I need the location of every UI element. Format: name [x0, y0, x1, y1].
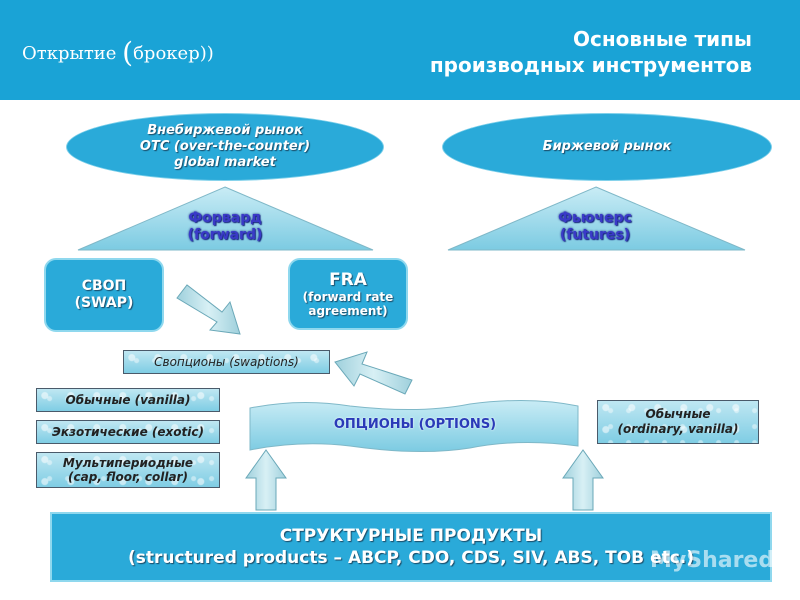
otc-line-1: Внебиржевой рынок [147, 123, 303, 138]
slide-title: Основные типы производных инструментов [332, 26, 752, 78]
up-arrow-left [245, 449, 287, 511]
exotic-options-box: Экзотические (exotic) [36, 420, 220, 444]
forward-line-1: Форвард [188, 210, 262, 226]
futures-triangle [447, 186, 746, 251]
fra-line-3: agreement) [308, 303, 388, 318]
options-banner [249, 399, 579, 453]
multiperiod-options-box: Мультипериодные (cap, floor, collar) [36, 452, 220, 488]
otc-line-3: global market [174, 155, 276, 170]
structured-line-1: СТРУКТУРНЫЕ ПРОДУКТЫ [279, 526, 543, 546]
forward-line-2: (forward) [187, 227, 263, 243]
ordinary-line-1: Обычные [645, 407, 711, 421]
forward-triangle [77, 186, 374, 251]
structured-line-2: (structured products – ABCP, CDO, CDS, S… [127, 548, 695, 568]
fra-line-2: (forward rate [302, 289, 394, 304]
exchange-label: Биржевой рынок [542, 139, 672, 154]
ordinary-options-box: Обычные (ordinary, vanilla) [597, 400, 759, 444]
fra-box: FRA (forward rate agreement) [288, 258, 408, 330]
swap-line-2: (SWAP) [74, 295, 134, 311]
forward-label: Форвард (forward) [150, 210, 300, 244]
options-to-swaptions-arrow [334, 351, 413, 395]
structured-products-box: СТРУКТУРНЫЕ ПРОДУКТЫ (structured product… [50, 512, 772, 582]
swaptions-label: Свопционы (swaptions) [154, 355, 299, 369]
logo-paren-open: ( [122, 36, 134, 69]
futures-line-2: (futures) [559, 227, 631, 243]
swap-to-swaptions-arrow [176, 284, 241, 335]
vanilla-options-box: Обычные (vanilla) [36, 388, 220, 412]
logo-paren-close: )) [199, 43, 214, 64]
multiperiod-line-2: (cap, floor, collar) [68, 470, 188, 484]
company-logo: Открытие (брокер)) [22, 36, 214, 69]
futures-label: Фьючерс (futures) [520, 210, 670, 244]
swap-line-1: СВОП [81, 278, 127, 294]
logo-word-2: брокер [133, 43, 200, 64]
fra-line-1: FRA [329, 269, 367, 290]
header-banner: Открытие (брокер)) Основные типы произво… [0, 0, 800, 100]
up-arrow-right [562, 449, 604, 511]
multiperiod-line-1: Мультипериодные [62, 456, 194, 470]
ordinary-line-2: (ordinary, vanilla) [617, 422, 739, 436]
otc-market-ellipse: Внебиржевой рынок OTC (over-the-counter)… [66, 113, 384, 181]
swaptions-box: Свопционы (swaptions) [123, 350, 330, 374]
logo-word-1: Открытие [22, 43, 117, 64]
title-line-2: производных инструментов [429, 53, 752, 77]
vanilla-label: Обычные (vanilla) [65, 393, 191, 407]
swap-box: СВОП (SWAP) [44, 258, 164, 332]
title-line-1: Основные типы [572, 27, 752, 51]
exchange-market-ellipse: Биржевой рынок [442, 113, 772, 181]
futures-line-1: Фьючерс [558, 210, 632, 226]
otc-line-2: OTC (over-the-counter) [139, 139, 311, 154]
options-label: ОПЦИОНЫ (OPTIONS) [333, 417, 497, 432]
watermark: MyShared [650, 548, 775, 573]
exotic-label: Экзотические (exotic) [52, 425, 204, 439]
